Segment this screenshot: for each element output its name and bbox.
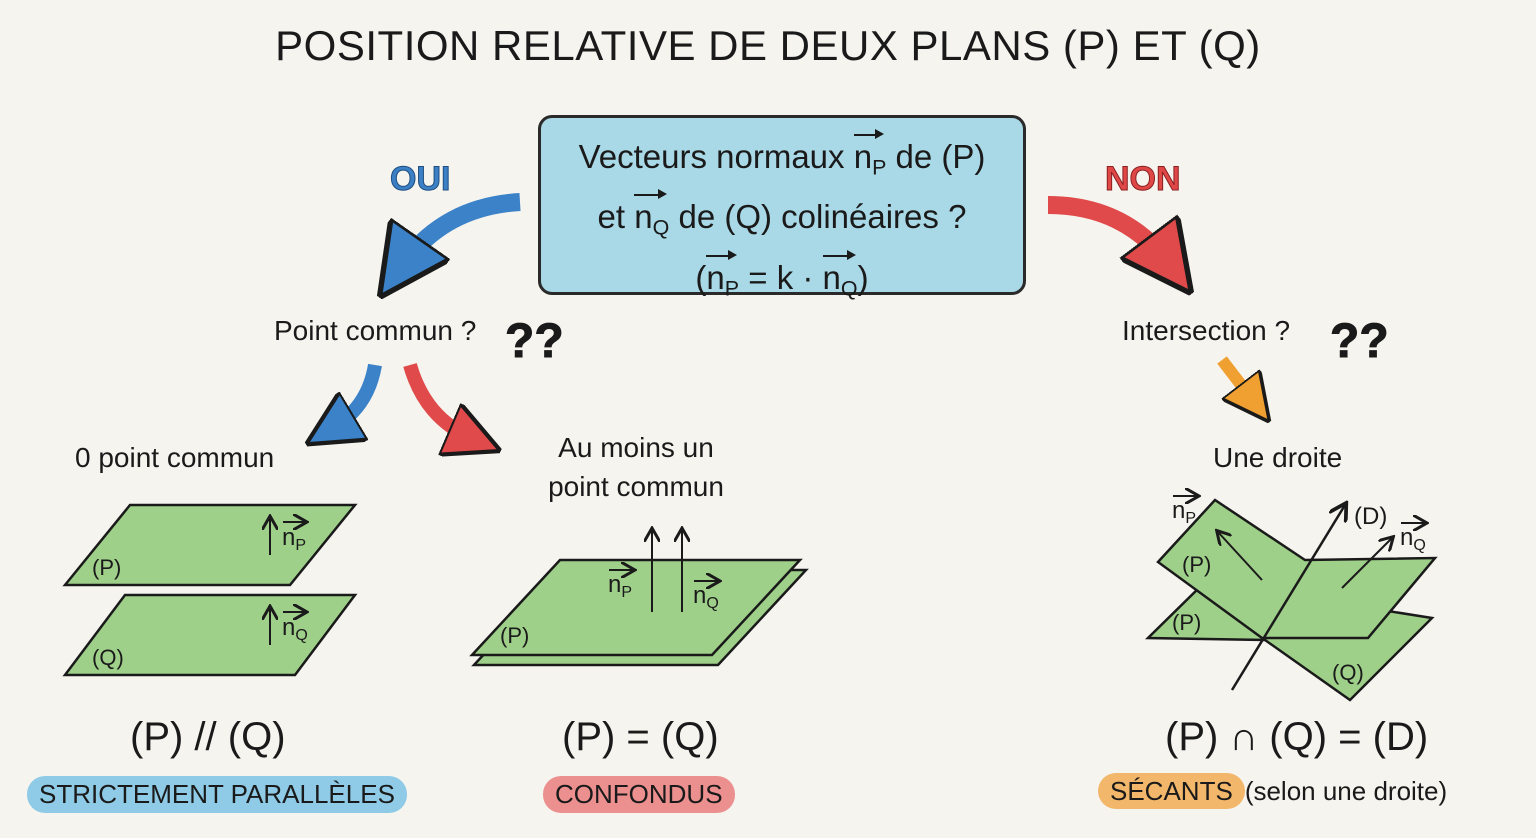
- no-label: NON: [1105, 160, 1182, 199]
- question-line-3: (nP = k · nQ): [541, 249, 1023, 313]
- question-box: Vecteurs normaux nP de (P) et nQ de (Q) …: [538, 115, 1026, 300]
- line-label: (D): [1354, 503, 1387, 530]
- vector-label: nQ: [693, 582, 719, 612]
- plane-label: (Q): [1332, 660, 1364, 685]
- line-result-label: Une droite: [1213, 442, 1343, 473]
- common-point-question: Point commun ?: [274, 315, 477, 346]
- plane-p-parallel: [62, 503, 358, 587]
- plane-label: (P): [1182, 552, 1211, 577]
- normal-vector-arrow: [1341, 538, 1392, 589]
- question-line-1: Vecteurs normaux nP de (P): [541, 128, 1023, 192]
- no-common-point-label: 0 point commun: [75, 442, 275, 473]
- normal-vector-arrow: [1218, 532, 1263, 581]
- vector-nq: nQ: [822, 249, 858, 313]
- vector-np: nP: [853, 128, 886, 192]
- tag-secant-extra: (selon une droite): [1244, 776, 1448, 806]
- vector-nq: nQ: [634, 189, 669, 252]
- vector-label: nQ: [282, 614, 308, 644]
- orange-question-marks: ??: [1330, 315, 1389, 368]
- plane-label: (P): [92, 555, 121, 580]
- vector-label: nP: [1172, 497, 1196, 527]
- blue-question-marks: ??: [505, 315, 564, 368]
- tag-secant: SÉCANTS: [1098, 773, 1245, 809]
- yes-label: OUI: [389, 160, 451, 199]
- common-arrow: [403, 362, 475, 440]
- plane-label: (Q): [92, 645, 124, 670]
- no-arrow: [1047, 196, 1170, 265]
- plane-label: (P): [500, 623, 529, 648]
- vector-np: nP: [706, 249, 739, 313]
- plane-label: (P): [1172, 610, 1201, 635]
- yes-arrow: [400, 193, 521, 268]
- no-common-arrow: [330, 363, 382, 430]
- line-d: [1230, 505, 1345, 691]
- intersection-question: Intersection ?: [1122, 315, 1291, 346]
- tag-coincident: CONFONDUS: [543, 776, 735, 813]
- formula-coincident: (P) = (Q): [562, 715, 719, 759]
- plane-q-parallel: [62, 593, 358, 677]
- question-line-2: et nQ de (Q) colinéaires ?: [541, 189, 1023, 252]
- vector-label: nQ: [1400, 524, 1426, 554]
- tag-secant-row: SÉCANTS(selon une droite): [1098, 773, 1448, 809]
- page-title: POSITION RELATIVE DE DEUX PLANS (P) ET (…: [275, 22, 1261, 69]
- intersection-arrow: [1217, 356, 1255, 403]
- vector-label: nP: [608, 571, 632, 601]
- formula-secant: (P) ∩ (Q) = (D): [1165, 715, 1429, 759]
- vector-label: nP: [282, 524, 306, 554]
- tag-parallel: STRICTEMENT PARALLÈLES: [27, 776, 407, 813]
- formula-parallel: (P) // (Q): [130, 715, 286, 759]
